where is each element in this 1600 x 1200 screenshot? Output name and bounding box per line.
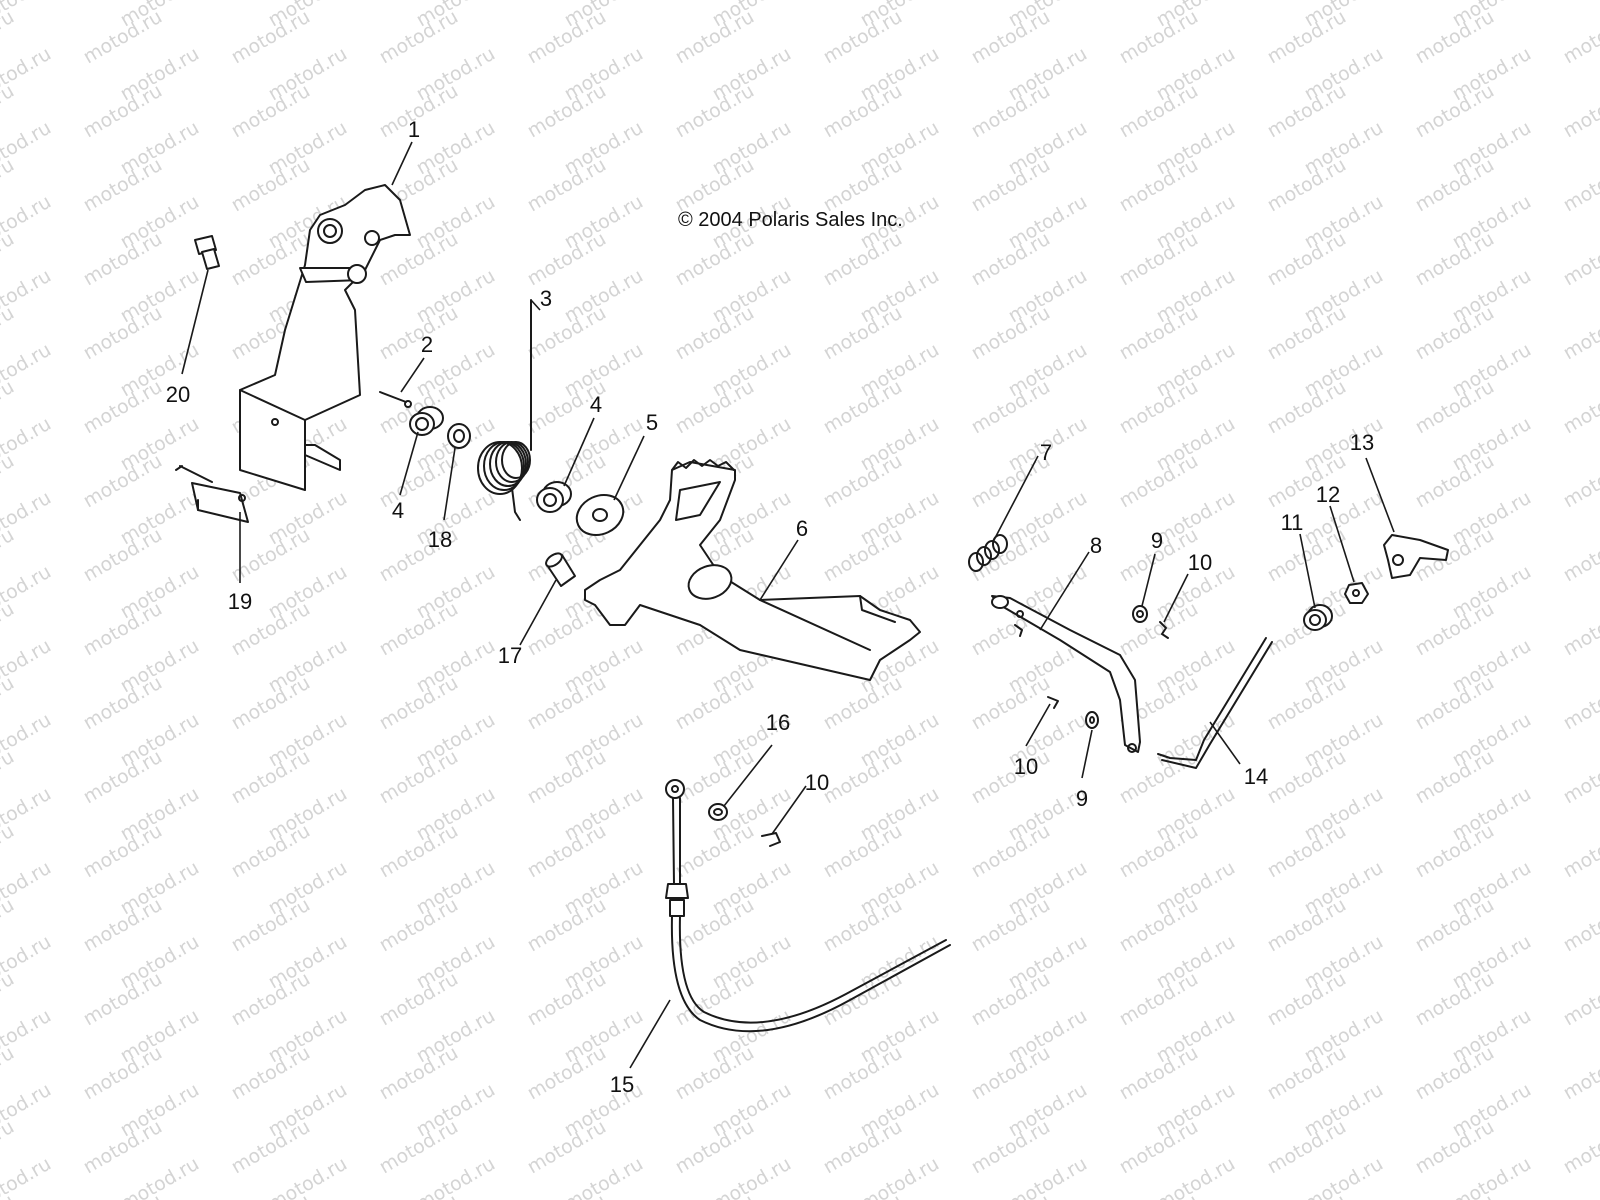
callout-5: 5 xyxy=(646,410,658,435)
watermark-text: motod.ru xyxy=(1153,1153,1239,1200)
watermark-text: motod.ru xyxy=(1560,1190,1600,1200)
callout-15: 15 xyxy=(610,1072,634,1097)
callout-2: 2 xyxy=(421,332,433,357)
watermark-text: motod.ru xyxy=(1560,228,1600,291)
watermark-text: motod.ru xyxy=(265,1153,351,1200)
callout-12: 12 xyxy=(1316,482,1340,507)
watermark-text: motod.ru xyxy=(1560,1116,1600,1179)
washer-16 xyxy=(708,803,728,821)
watermark-text: motod.ru xyxy=(1560,6,1600,69)
callout-7: 7 xyxy=(1040,440,1052,465)
watermark-text: motod.ru xyxy=(1560,154,1600,217)
watermark-text: motod.ru xyxy=(857,1153,943,1200)
watermark-text: motod.ru xyxy=(1560,80,1600,143)
callout-10-middle: 10 xyxy=(1014,754,1038,779)
watermark-text: motod.ru xyxy=(1560,894,1600,957)
clip-10-lower xyxy=(761,832,781,847)
watermark-text: motod.ru xyxy=(1301,1153,1387,1200)
callout-3: 3 xyxy=(540,286,552,311)
callout-17: 17 xyxy=(498,643,522,668)
callout-10-upper: 10 xyxy=(1188,550,1212,575)
brake-switch xyxy=(175,465,249,523)
callout-4-left: 4 xyxy=(392,498,404,523)
callout-10-lower: 10 xyxy=(805,770,829,795)
callout-11: 11 xyxy=(1281,510,1304,535)
lever-arm xyxy=(991,595,1141,753)
watermark-text: motod.ru xyxy=(1560,1042,1600,1105)
watermark-text: motod.ru xyxy=(1560,598,1600,661)
callout-1: 1 xyxy=(408,117,420,142)
callout-16: 16 xyxy=(766,710,790,735)
callout-6: 6 xyxy=(796,516,808,541)
brake-pedal xyxy=(584,459,921,681)
callout-9-lower: 9 xyxy=(1076,786,1088,811)
watermark-text: motod.ru xyxy=(1560,302,1600,365)
brake-cable xyxy=(665,779,951,1033)
washer-9-lower xyxy=(1085,711,1099,729)
pivot-pin xyxy=(545,552,576,587)
watermark-text: motod.ru xyxy=(1449,1153,1535,1200)
washer-18 xyxy=(447,423,471,449)
watermark-text: motod.ru xyxy=(1005,1153,1091,1200)
watermark-text: motod.ru xyxy=(0,1190,18,1200)
callout-4-right: 4 xyxy=(590,392,602,417)
bushing-lower xyxy=(536,481,572,513)
spring-7 xyxy=(968,534,1008,572)
watermark-text: motod.ru xyxy=(117,1153,203,1200)
nut-12 xyxy=(1344,582,1369,604)
watermark-text: motod.ru xyxy=(1560,450,1600,513)
brake-rod xyxy=(1157,637,1273,769)
watermark-text: motod.ru xyxy=(1560,968,1600,1031)
bushing-11 xyxy=(1303,604,1333,631)
watermark-text: motod.ru xyxy=(1560,524,1600,587)
watermark-text: motod.ru xyxy=(1560,746,1600,809)
callout-18: 18 xyxy=(428,527,452,552)
washer-5 xyxy=(575,494,625,536)
return-spring xyxy=(477,299,532,521)
callout-labels: 1 2 3 4 4 5 6 7 8 9 9 10 10 10 11 12 13 … xyxy=(166,117,1374,1097)
clip-10-upper xyxy=(1159,621,1169,639)
bolt xyxy=(194,235,220,270)
callout-14: 14 xyxy=(1244,764,1268,789)
washer-9-upper xyxy=(1132,605,1148,623)
watermark-text: motod.ru xyxy=(1560,820,1600,883)
callout-9-upper: 9 xyxy=(1151,528,1163,553)
callout-19: 19 xyxy=(228,589,252,614)
clip-10-middle xyxy=(1047,696,1059,709)
clevis-13 xyxy=(1383,534,1449,579)
watermark-text: motod.ru xyxy=(1560,672,1600,735)
cotter-pin xyxy=(379,391,412,408)
callout-13: 13 xyxy=(1350,430,1374,455)
leader-lines xyxy=(181,141,1395,1069)
watermark-text: motod.ru xyxy=(561,1153,647,1200)
mounting-bracket xyxy=(239,184,411,491)
watermark-text: motod.ru xyxy=(1597,0,1600,31)
watermark-text: motod.ru xyxy=(1560,376,1600,439)
bushing-upper xyxy=(409,406,444,436)
watermark-text: motod.ru xyxy=(413,1153,499,1200)
copyright-notice: © 2004 Polaris Sales Inc. xyxy=(678,209,903,231)
watermark-text: motod.ru xyxy=(709,1153,795,1200)
callout-8: 8 xyxy=(1090,533,1102,558)
callout-20: 20 xyxy=(166,382,190,407)
